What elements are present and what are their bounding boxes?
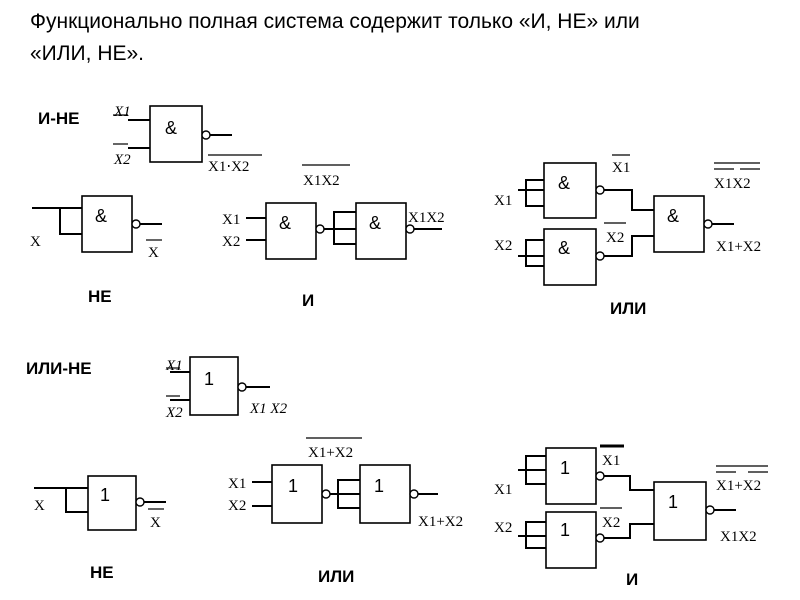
- nand-or-top-label: X1X2: [714, 176, 751, 192]
- nor-and-symbol-3: 1: [668, 492, 678, 512]
- nor-main-input-x1: X1: [165, 358, 183, 374]
- nand-main-gate: &: [113, 105, 232, 163]
- title-line-2: «ИЛИ, НЕ».: [30, 42, 145, 65]
- nand-or-circuit: & & &: [518, 162, 734, 286]
- nand-main-output: X1⋅X2: [208, 159, 249, 175]
- nor-main-symbol: 1: [204, 369, 214, 389]
- nand-and-mid-label: X1X2: [303, 173, 340, 189]
- nor-or-input-x2: X2: [228, 498, 246, 514]
- nand-not-gate: &: [32, 195, 162, 253]
- nor-and-symbol-1: 1: [560, 458, 570, 478]
- nor-and-top-label: X1+X2: [716, 478, 761, 494]
- nand-or-caption: ИЛИ: [610, 299, 646, 318]
- nor-or-caption: ИЛИ: [318, 567, 354, 586]
- nand-and-symbol-1: &: [279, 213, 291, 233]
- nor-and-input-x2: X2: [494, 520, 512, 536]
- page-title: Функционально полная система содержит то…: [30, 6, 780, 70]
- nor-and-circuit: 1 1 1: [518, 447, 736, 569]
- nand-or-symbol-2: &: [558, 238, 570, 258]
- nor-or-symbol-1: 1: [288, 476, 298, 496]
- nand-or-input-x2: X2: [494, 238, 512, 254]
- nor-or-output: X1+X2: [418, 514, 463, 530]
- nor-or-symbol-2: 1: [374, 476, 384, 496]
- nor-not-gate: 1: [34, 475, 166, 531]
- nor-main-input-x2: X2: [165, 405, 183, 421]
- nand-or-symbol-1: &: [558, 173, 570, 193]
- nor-not-input: X: [34, 498, 45, 514]
- nor-not-symbol: 1: [100, 485, 110, 505]
- nor-and-mid-label-1: X1: [602, 453, 620, 469]
- nand-heading: И-НЕ: [38, 109, 80, 128]
- nor-not-output: X: [150, 515, 161, 531]
- nor-or-input-x1: X1: [228, 476, 246, 492]
- nand-and-caption: И: [302, 291, 314, 310]
- nand-main-symbol: &: [165, 118, 177, 138]
- nand-not-output: X: [148, 245, 159, 261]
- nand-not-caption: НЕ: [88, 287, 112, 306]
- nand-and-input-x1: X1: [222, 212, 240, 228]
- nand-or-mid-label-2: X2: [606, 230, 624, 246]
- nand-not-input: X: [30, 234, 41, 250]
- nor-and-mid-label-2: X2: [602, 515, 620, 531]
- nor-heading: ИЛИ-НЕ: [26, 359, 92, 378]
- nor-and-output: X1X2: [720, 529, 757, 545]
- nor-and-caption: И: [626, 570, 638, 589]
- nor-or-mid-label: X1+X2: [308, 445, 353, 461]
- nand-main-input-x2: X2: [113, 152, 131, 168]
- nor-not-caption: НЕ: [90, 563, 114, 582]
- nand-not-symbol: &: [95, 206, 107, 226]
- nand-or-input-x1: X1: [494, 193, 512, 209]
- nand-main-input-x1: X1: [113, 104, 131, 120]
- nor-main-output: X1 X2: [249, 401, 288, 417]
- nor-and-input-x1: X1: [494, 482, 512, 498]
- nor-main-gate: 1: [166, 356, 270, 416]
- nand-or-output: X1+X2: [716, 239, 761, 255]
- nand-and-circuit: & &: [246, 202, 442, 260]
- nand-or-mid-label-1: X1: [612, 160, 630, 176]
- title-line-1: Функционально полная система содержит то…: [30, 10, 640, 33]
- nand-or-symbol-3: &: [667, 206, 679, 226]
- nand-and-input-x2: X2: [222, 234, 240, 250]
- nor-and-symbol-2: 1: [560, 520, 570, 540]
- nor-or-circuit: 1 1: [252, 464, 438, 524]
- nand-and-output: X1X2: [408, 210, 445, 226]
- nand-and-symbol-2: &: [369, 213, 381, 233]
